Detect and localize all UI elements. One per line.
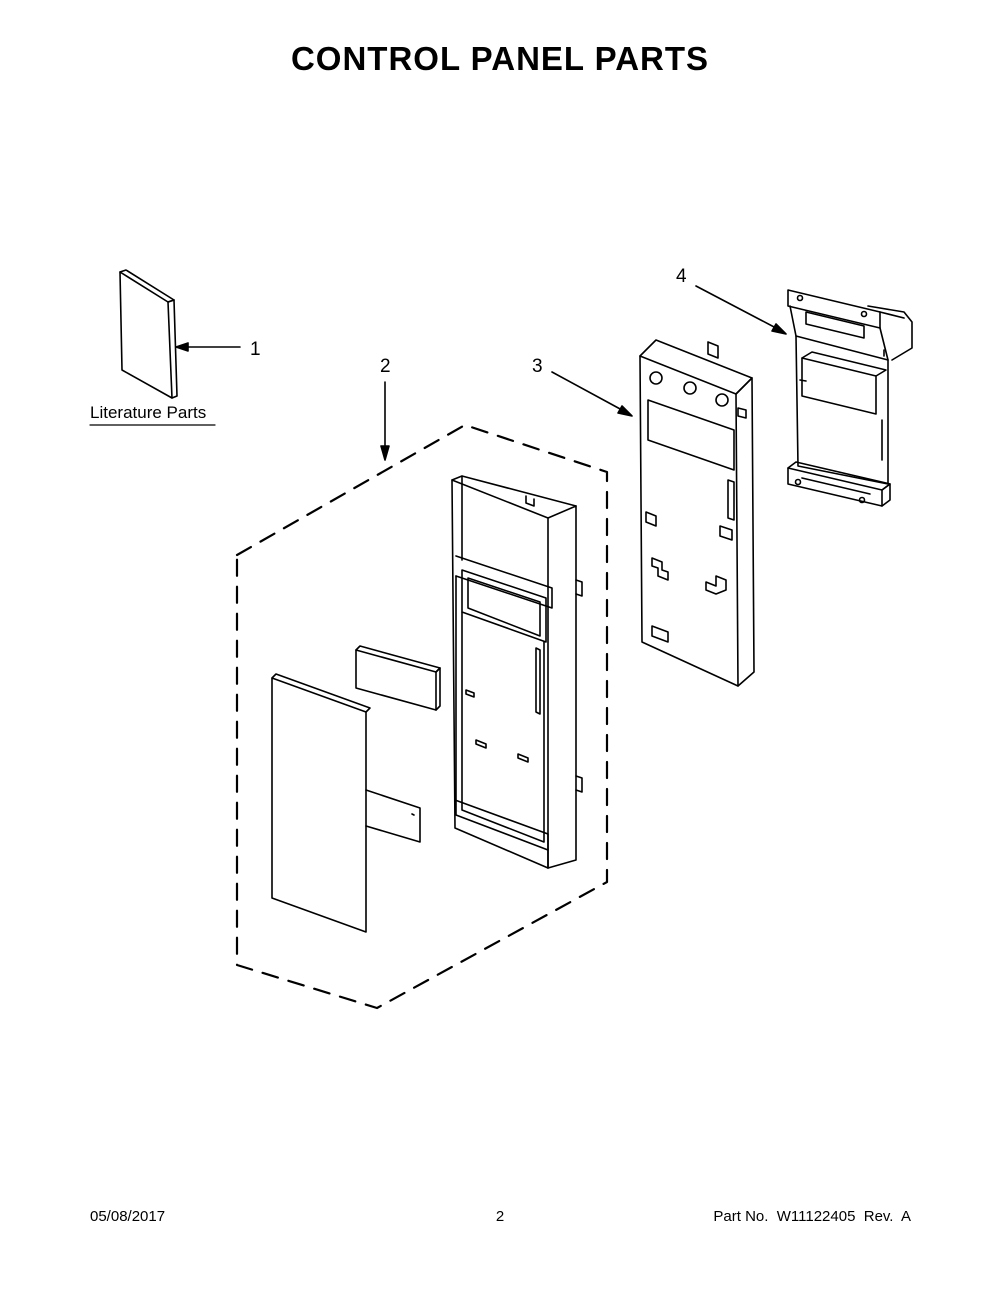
callout-2: 2 xyxy=(380,356,391,377)
membrane-overlay xyxy=(271,673,371,933)
literature-parts-label: Literature Parts xyxy=(90,403,206,422)
footer-part-number: Part No. W11122405 Rev. A xyxy=(713,1208,911,1225)
control-bracket xyxy=(639,339,755,687)
connector-tail xyxy=(365,789,421,843)
control-panel-frame xyxy=(451,475,583,869)
callout-arrow-2 xyxy=(380,381,390,461)
display-lens xyxy=(355,645,441,711)
callout-4: 4 xyxy=(676,266,687,287)
footer-date: 05/08/2017 xyxy=(90,1208,166,1225)
callout-1: 1 xyxy=(250,339,261,360)
literature-booklet xyxy=(119,269,178,399)
callout-arrow-3 xyxy=(551,371,633,417)
footer-page-number: 2 xyxy=(495,1208,505,1225)
page-title: CONTROL PANEL PARTS xyxy=(290,40,710,77)
callout-3: 3 xyxy=(532,356,543,377)
control-board xyxy=(787,289,913,507)
callout-arrow-4 xyxy=(695,285,787,335)
callout-arrow-1 xyxy=(175,342,241,352)
assembly-dashed-boundary xyxy=(235,423,609,1010)
